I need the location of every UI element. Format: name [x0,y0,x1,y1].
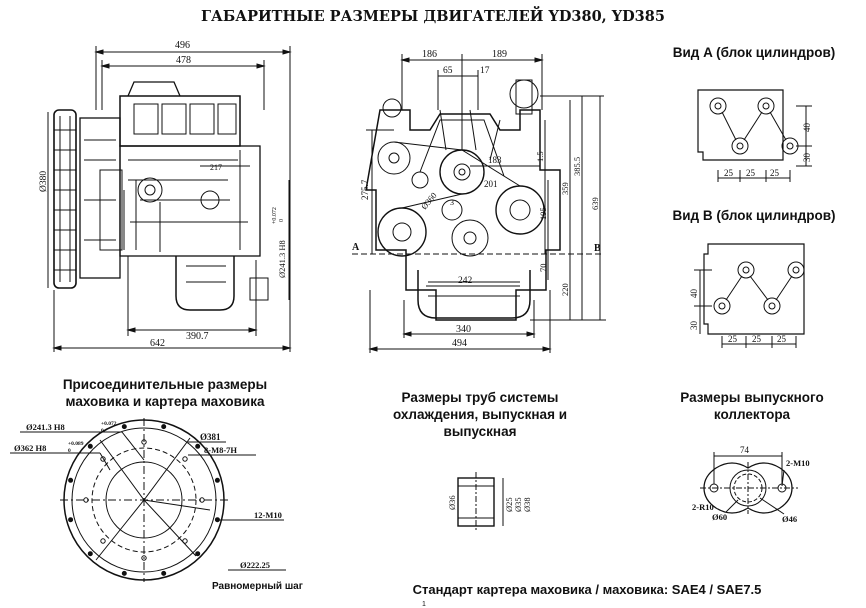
exh-dim-46: Ø46 [782,514,797,524]
bolt-hole-outer [121,570,127,576]
dim-217: 217 [210,163,222,172]
dim-186: 186 [422,49,437,60]
view-b-title: Вид B (блок цилиндров) [672,208,836,223]
view-b-dim-40: 40 [689,289,699,299]
fly-dim-241: Ø241.3 H8 [26,422,65,432]
bolt-hole-outer [161,570,167,576]
view-b-dim-30: 30 [689,321,699,331]
side-view: 186 189 65 17 Ø360 183 201 3 [352,49,606,353]
dim-478: 478 [176,55,191,66]
pipe-dim-36: Ø36 [447,495,457,510]
pipes-title: Размеры труб системы охлаждения, выпускн… [393,390,567,439]
view-a-dim-25b: 25 [746,168,756,178]
fly-tol-089: +0.089 [68,441,84,447]
pipes-view: Ø36 Ø25 Ø35 Ø38 [447,472,532,532]
pipe-dim-25: Ø25 [504,497,514,512]
view-a-title: Вид A (блок цилиндров) [672,45,836,60]
dim-359: 359 [560,182,570,195]
dim-340: 340 [456,324,471,335]
fly-tol-0a: 0 [101,428,104,434]
dim-642: 642 [150,338,165,349]
fly-bolts-m10: 12-M10 [254,510,282,520]
dim-70: 70 [538,264,548,273]
bolt-hole-outer [161,424,167,430]
bolt-hole-outer [68,517,74,523]
tol-front-zero: 0 [279,219,285,222]
bolt-hole-outer [68,477,74,483]
view-b: 40 30 25 25 25 [689,243,805,348]
label-b: B [594,243,601,254]
bolt-hole-outer [87,443,93,449]
dim-275-7: 275.7 [360,179,370,200]
page-mark: 1 [422,601,426,608]
flywheel-bolt-holes [68,424,220,576]
dim-360: Ø360 [419,190,439,211]
view-b-dim-25c: 25 [777,334,787,344]
view-a-dim-30: 30 [802,153,812,163]
bolt-hole-outer [214,477,220,483]
view-b-dim-25b: 25 [752,334,762,344]
bolt-hole-inner [182,456,188,462]
dim-496: 496 [175,40,190,51]
bolt-hole-outer [87,551,93,557]
view-a-dim-25c: 25 [770,168,780,178]
dim-639: 639 [590,197,600,210]
dim-195: 195 [538,207,548,220]
fly-dim-381: Ø381 [200,432,221,442]
fly-tol-072: +0.072 [101,421,117,427]
view-a-dim-40: 40 [802,123,812,133]
fly-dim-222: Ø222.25 [240,560,270,570]
dim-1-5: 1.5 [535,151,545,162]
fly-dim-362: Ø362 H8 [14,443,46,453]
bolt-hole-inner [141,555,147,561]
dim-494: 494 [452,338,467,349]
dim-385-5: 385.5 [572,157,582,176]
dim-241-front: Ø241.3 H8 [277,240,287,278]
pipe-dim-35: Ø35 [513,497,523,512]
dim-220: 220 [560,283,570,296]
tol-front-plus: +0.072 [272,207,278,224]
exhaust-title: Размеры выпускного коллектора [680,390,824,422]
label-a: A [352,242,360,253]
bolt-hole-inner [182,538,188,544]
front-view: 496 478 Ø380 217 [39,40,292,352]
dim-183: 183 [488,155,502,165]
dim-17: 17 [480,66,490,76]
view-b-dim-25a: 25 [728,334,738,344]
page-title: ГАБАРИТНЫЕ РАЗМЕРЫ ДВИГАТЕЛЕЙ YD380, YD3… [201,8,665,25]
fly-bolts-m8: 8-M8-7H [204,445,237,455]
dim-65: 65 [443,66,453,76]
flywheel-view: Ø241.3 H8 +0.072 0 Ø362 H8 +0.089 0 Ø381… [10,418,286,582]
exh-dim-74: 74 [740,445,750,455]
view-a: 40 30 25 25 25 [697,89,812,182]
standard-note: Стандарт картера маховика / маховика: SA… [412,582,762,597]
exhaust-view: 74 2-M10 2-R10 Ø60 Ø46 [692,445,810,524]
bolt-hole-inner [100,538,106,544]
dim-242: 242 [458,276,473,286]
bolt-hole-inner [100,456,106,462]
bolt-hole-outer [195,443,201,449]
dim-189: 189 [492,49,507,60]
bolt-hole-outer [195,551,201,557]
exh-m10: 2-M10 [786,458,810,468]
svg-text:Ø241.3 H8: Ø241.3 H8 [277,240,287,278]
dim-380: Ø380 [39,171,49,192]
fly-tol-0b: 0 [68,448,71,454]
dim-3: 3 [450,198,454,207]
bolt-hole-outer [121,424,127,430]
view-a-dim-25a: 25 [724,168,734,178]
pipe-dim-38: Ø38 [522,497,532,512]
exh-r10: 2-R10 [692,502,714,512]
flywheel-title: Присоединительные размеры маховика и кар… [62,377,268,409]
dim-201: 201 [484,179,498,189]
even-pitch-label: Равномерный шаг [212,581,303,592]
dim-390-7: 390.7 [186,331,209,342]
exh-dim-60: Ø60 [712,512,727,522]
